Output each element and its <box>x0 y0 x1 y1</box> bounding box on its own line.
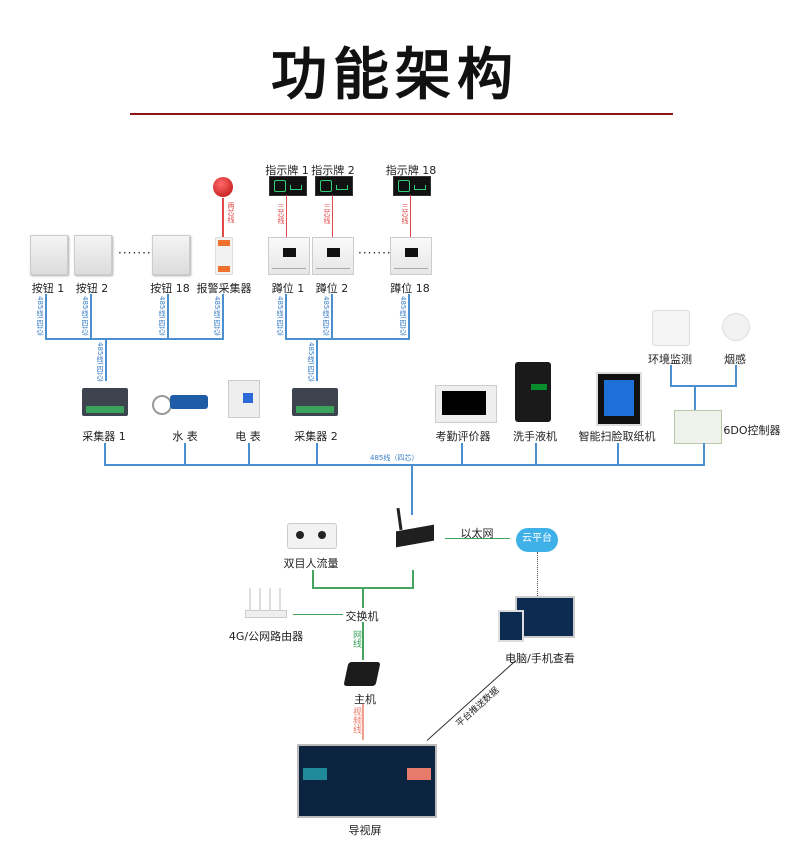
three-core-label-18: 三芯线 <box>401 203 409 224</box>
sign-18-label: 指示牌 18 <box>385 164 437 177</box>
platform-push-label: 平台推送数据 <box>454 685 502 730</box>
people-counter-label: 双目人流量 <box>283 557 339 570</box>
electric-meter-label: 电 表 <box>235 430 261 443</box>
ellipsis: ······· <box>358 246 392 260</box>
stall-2-device <box>312 237 354 275</box>
guide-screen-device <box>297 744 437 818</box>
rs485-label: 485线(四芯) <box>322 296 330 336</box>
smoke-detector-device <box>722 313 750 341</box>
three-core-wire-2 <box>332 195 333 237</box>
router-label: 4G/公网路由器 <box>228 630 304 643</box>
do-controller-label: 6DO控制器 <box>723 424 781 437</box>
ellipsis: ······· <box>118 246 152 260</box>
router-device <box>245 588 287 618</box>
pc-monitor-device <box>515 596 575 638</box>
sign-18-device <box>393 176 431 196</box>
host-label: 主机 <box>354 693 376 706</box>
attendance-label: 考勤评价器 <box>435 430 491 443</box>
cloud-platform-icon: 云平台 <box>516 528 558 552</box>
stall-2-label: 蹲位 2 <box>315 282 349 295</box>
rs485-bus-label: 485线（四芯） <box>370 454 419 462</box>
rs485-label: 485线(四芯) <box>81 296 89 336</box>
platform-push-line <box>426 659 517 741</box>
alarm-light-icon <box>213 177 233 197</box>
face-paper-label: 智能扫脸取纸机 <box>578 430 656 443</box>
collector-1-device <box>82 388 128 416</box>
two-core-label: 两芯线 <box>227 202 235 223</box>
gateway-device <box>394 507 434 548</box>
rs485-main-bus <box>104 464 705 466</box>
stall-18-device <box>390 237 432 275</box>
video-cable-label: 视频线 <box>351 707 361 734</box>
attendance-device <box>435 385 497 423</box>
two-core-wire <box>222 198 224 238</box>
smoke-label: 烟感 <box>724 353 746 366</box>
do-controller-device <box>674 410 722 444</box>
button-18-device <box>152 235 190 275</box>
rs485-label: 485线(四芯) <box>158 296 166 336</box>
sign-1-device <box>269 176 307 196</box>
alarm-collector-label: 报警采集器 <box>196 282 252 295</box>
env-monitor-label: 环境监测 <box>648 353 692 366</box>
water-meter-label: 水 表 <box>172 430 198 443</box>
pc-mobile-label: 电脑/手机查看 <box>505 652 575 665</box>
collector-2-label: 采集器 2 <box>294 430 338 443</box>
electric-meter-device <box>228 380 260 418</box>
button-2-device <box>74 235 112 275</box>
env-monitor-device <box>652 310 690 346</box>
rs485-bus-left <box>45 338 224 340</box>
ethernet-label: 以太网 <box>460 527 494 540</box>
network-cable-label: 网线 <box>351 630 361 648</box>
sign-2-label: 指示牌 2 <box>311 164 355 177</box>
three-core-label-1: 三芯线 <box>277 203 285 224</box>
rs485-label: 485线(四芯) <box>307 342 315 382</box>
button-2-label: 按钮 2 <box>75 282 109 295</box>
button-1-label: 按钮 1 <box>31 282 65 295</box>
face-paper-device <box>596 372 642 426</box>
rs485-label: 485线(四芯) <box>96 342 104 382</box>
switch-label: 交换机 <box>345 610 379 623</box>
host-device <box>343 662 381 686</box>
rs485-label: 485线(四芯) <box>213 296 221 336</box>
rs485-label: 485线(四芯) <box>276 296 284 336</box>
three-core-label-2: 三芯线 <box>323 203 331 224</box>
soap-label: 洗手液机 <box>513 430 557 443</box>
sign-1-label: 指示牌 1 <box>265 164 309 177</box>
collector-2-device <box>292 388 338 416</box>
sign-2-device <box>315 176 353 196</box>
rs485-label: 485线(四芯) <box>399 296 407 336</box>
stall-1-device <box>268 237 310 275</box>
rs485-bus-stalls <box>285 338 410 340</box>
button-1-device <box>30 235 68 275</box>
page-title: 功能架构 <box>271 43 519 108</box>
soap-dispenser-device <box>515 362 551 422</box>
stall-1-label: 蹲位 1 <box>271 282 305 295</box>
three-core-wire-1 <box>286 195 287 237</box>
button-18-label: 按钮 18 <box>150 282 190 295</box>
rs485-label: 485线(四芯) <box>36 296 44 336</box>
guide-screen-label: 导视屏 <box>348 824 382 837</box>
collector-1-label: 采集器 1 <box>82 430 126 443</box>
stall-18-label: 蹲位 18 <box>390 282 430 295</box>
tablet-device <box>498 610 524 642</box>
alarm-collector-device <box>215 237 233 275</box>
title-divider <box>130 113 673 115</box>
three-core-wire-18 <box>410 195 411 237</box>
water-meter-device <box>150 385 210 419</box>
people-counter-device <box>287 523 337 549</box>
